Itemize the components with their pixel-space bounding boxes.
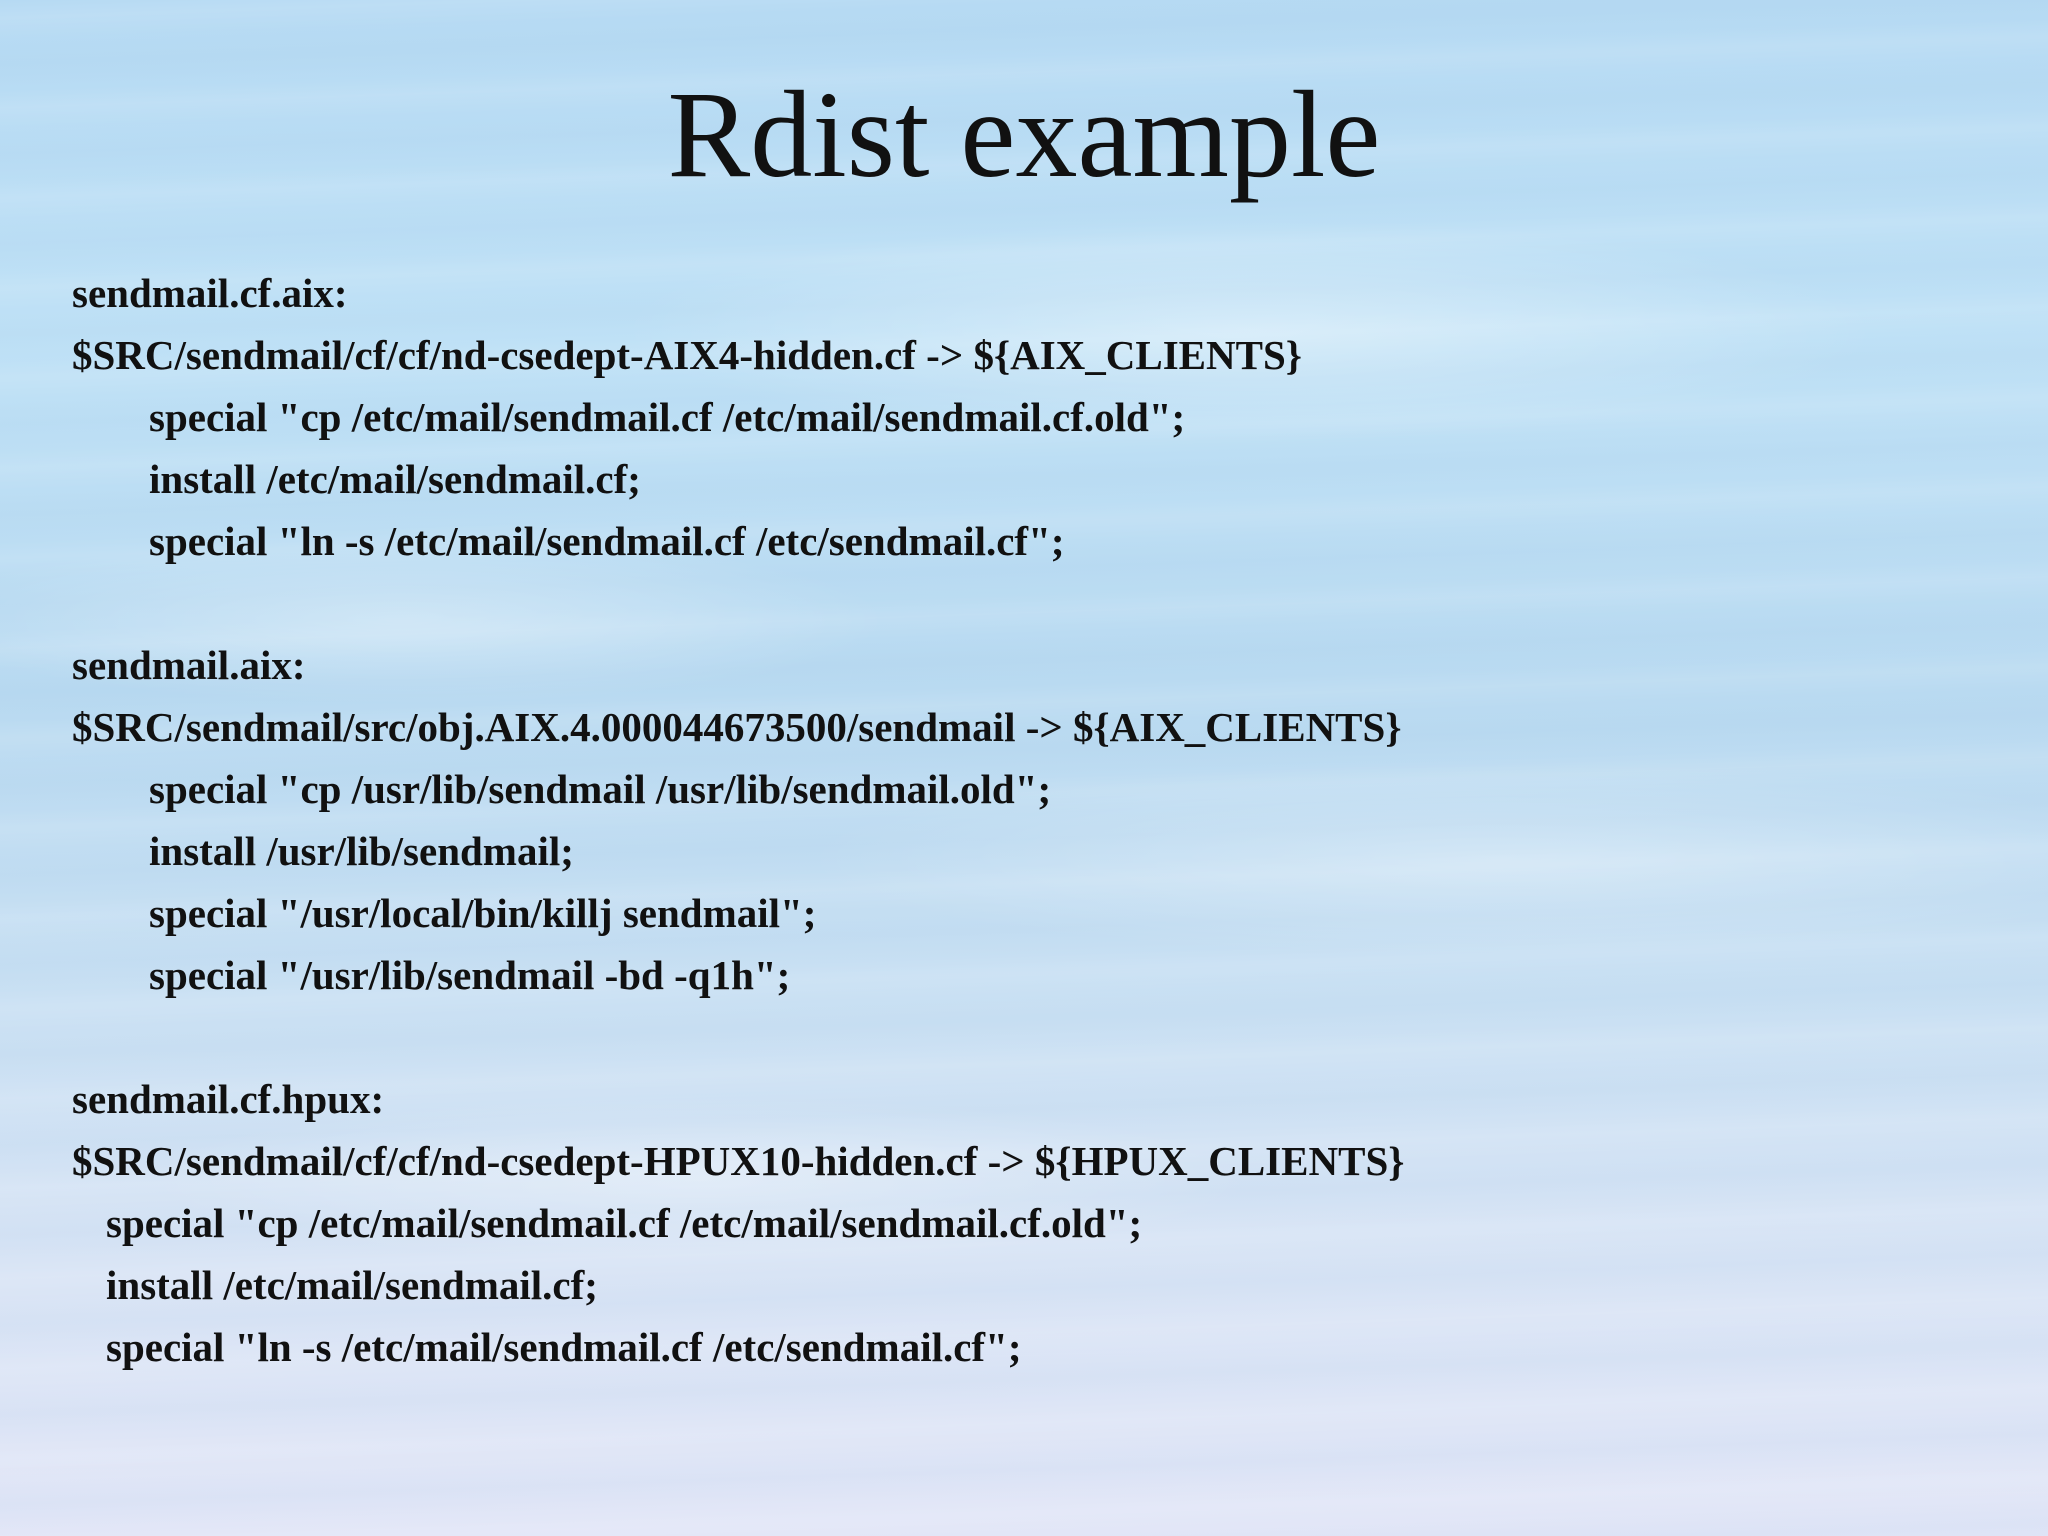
block-source-line: $SRC/sendmail/cf/cf/nd-csedept-HPUX10-hi… [72, 1138, 1405, 1184]
block-command-line: special "ln -s /etc/mail/sendmail.cf /et… [106, 1324, 1022, 1370]
rdist-code-listing: sendmail.cf.aix: $SRC/sendmail/cf/cf/nd-… [72, 262, 2012, 1378]
rdist-block-sendmail-cf-aix: sendmail.cf.aix: $SRC/sendmail/cf/cf/nd-… [72, 262, 2012, 572]
block-spacer [72, 572, 2012, 634]
block-spacer [72, 1006, 2012, 1068]
block-command-line: special "/usr/local/bin/killj sendmail"; [149, 890, 817, 936]
slide-title: Rdist example [667, 66, 1381, 203]
block-target-label: sendmail.cf.aix: [72, 270, 348, 316]
block-target-label: sendmail.aix: [72, 642, 306, 688]
block-command-line: special "ln -s /etc/mail/sendmail.cf /et… [149, 518, 1065, 564]
block-command-line: special "cp /usr/lib/sendmail /usr/lib/s… [149, 766, 1052, 812]
block-command-line: install /usr/lib/sendmail; [149, 828, 574, 874]
block-command-line: special "/usr/lib/sendmail -bd -q1h"; [149, 952, 791, 998]
block-command-line: special "cp /etc/mail/sendmail.cf /etc/m… [106, 1200, 1143, 1246]
block-command-line: install /etc/mail/sendmail.cf; [106, 1262, 598, 1308]
block-target-label: sendmail.cf.hpux: [72, 1076, 385, 1122]
rdist-block-sendmail-aix: sendmail.aix: $SRC/sendmail/src/obj.AIX.… [72, 634, 2012, 1006]
block-command-line: install /etc/mail/sendmail.cf; [149, 456, 641, 502]
block-source-line: $SRC/sendmail/cf/cf/nd-csedept-AIX4-hidd… [72, 332, 1302, 378]
block-source-line: $SRC/sendmail/src/obj.AIX.4.000044673500… [72, 704, 1402, 750]
block-command-line: special "cp /etc/mail/sendmail.cf /etc/m… [149, 394, 1186, 440]
rdist-block-sendmail-cf-hpux: sendmail.cf.hpux: $SRC/sendmail/cf/cf/nd… [72, 1068, 2012, 1378]
